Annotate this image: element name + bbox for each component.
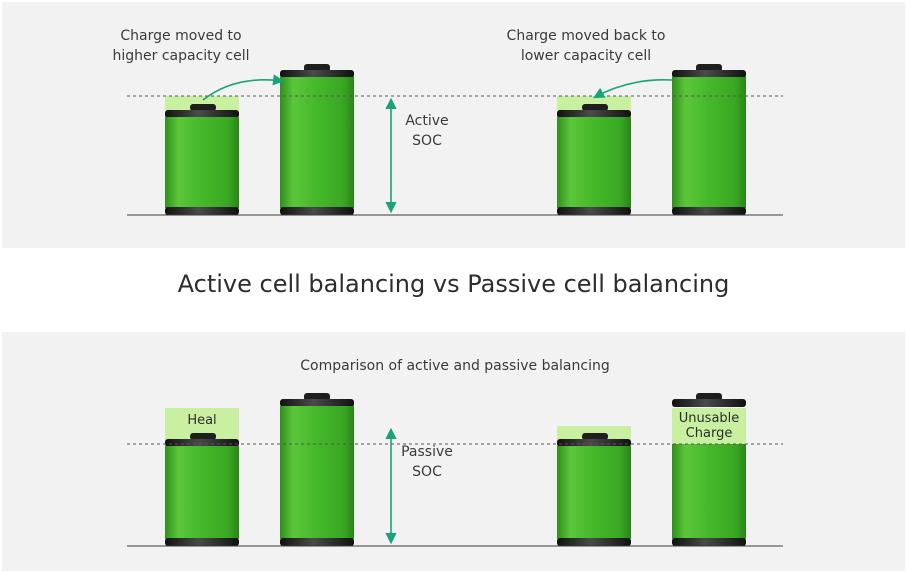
moved-charge-highlight-left2 xyxy=(557,96,631,111)
charge-transfer-arrow-right xyxy=(593,79,673,99)
page-title: Active cell balancing vs Passive cell ba… xyxy=(177,270,730,298)
battery-large-passive-1 xyxy=(280,393,354,546)
unusable-charge-label: Unusable Charge xyxy=(664,411,754,441)
soc-label-line: Active xyxy=(405,113,449,129)
battery-small-passive-1 xyxy=(165,433,239,546)
caption-line: Charge moved to xyxy=(120,28,242,44)
charge-transfer-arrow-left xyxy=(202,74,285,101)
passive-soc-label: Passive SOC xyxy=(394,442,460,482)
battery-large-active-1 xyxy=(280,64,354,215)
soc-label-line: SOC xyxy=(412,464,442,480)
moved-charge-highlight-left xyxy=(165,96,239,111)
battery-large-active-2 xyxy=(672,64,746,215)
caption-charge-moved-back: Charge moved back to lower capacity cell xyxy=(491,26,681,66)
unusable-line: Charge xyxy=(685,426,733,441)
active-soc-label: Active SOC xyxy=(396,111,458,151)
unusable-charge-highlight xyxy=(672,408,746,444)
battery-small-active-2 xyxy=(557,104,631,215)
soc-label-line: Passive xyxy=(401,444,453,460)
active-balancing-panel xyxy=(2,2,905,248)
caption-line: Charge moved back to xyxy=(506,28,666,44)
battery-large-passive-2 xyxy=(672,393,746,546)
heal-label: Heal xyxy=(187,413,217,428)
unusable-line: Unusable xyxy=(678,411,740,426)
caption-charge-moved-to: Charge moved to higher capacity cell xyxy=(96,26,266,66)
battery-small-active-1 xyxy=(165,104,239,215)
caption-line: higher capacity cell xyxy=(112,48,250,64)
passive-balancing-panel xyxy=(2,332,905,571)
soc-label-line: SOC xyxy=(412,133,442,149)
comparison-caption: Comparison of active and passive balanci… xyxy=(300,358,610,374)
caption-line: lower capacity cell xyxy=(520,48,652,64)
battery-small-passive-2 xyxy=(557,433,631,546)
